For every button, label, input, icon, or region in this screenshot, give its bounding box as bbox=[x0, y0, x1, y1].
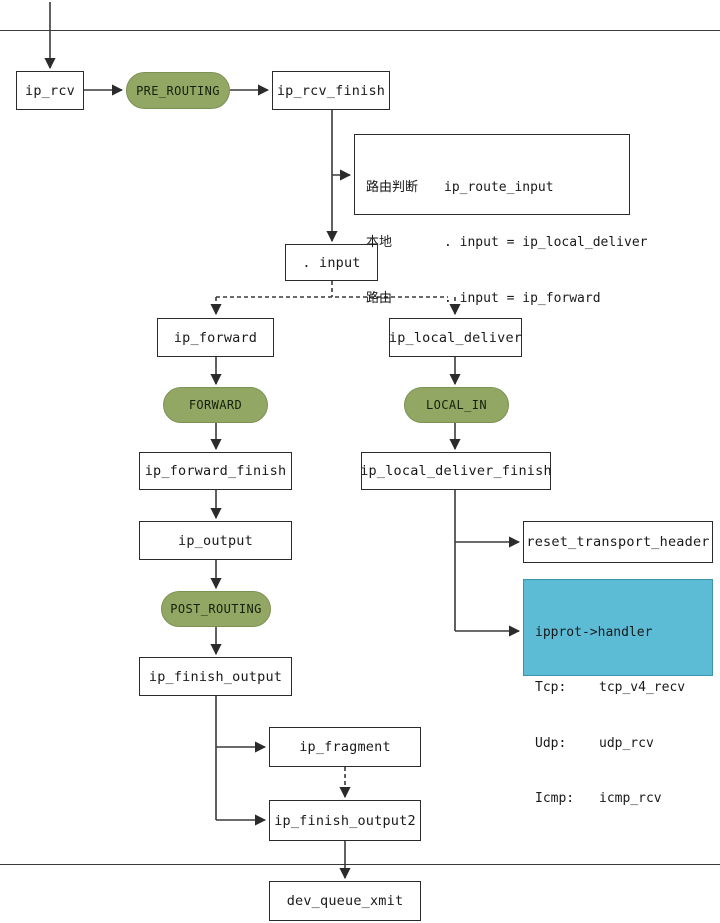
routing-note-value-3: . input = ip_forward bbox=[444, 290, 601, 306]
ipprot-note-value-3: udp_rcv bbox=[599, 735, 654, 751]
routing-note-label-3: 路由 bbox=[366, 290, 393, 306]
ipprot-handler-note: ipprot->handler Tcp: tcp_v4_recv Udp: udp_… bbox=[523, 579, 713, 806]
routing-note-label-2: 本地 bbox=[366, 235, 393, 251]
node-ip-local-deliver-finish[interactable]: ip_local_deliver_finish bbox=[360, 452, 552, 490]
node-ip-output[interactable]: ip_output bbox=[139, 521, 292, 560]
ipprot-note-label-1: ipprot->handler bbox=[535, 624, 653, 640]
ipprot-note-line-1: ipprot->handler bbox=[535, 624, 703, 642]
node-pre-routing-hook[interactable]: PRE_ROUTING bbox=[126, 72, 230, 109]
ipprot-note-label-2: Tcp: bbox=[535, 680, 567, 696]
node-local-in-hook[interactable]: LOCAL_IN bbox=[404, 387, 509, 423]
ipprot-note-label-4: Icmp: bbox=[535, 790, 575, 806]
node-dot-input[interactable]: . input bbox=[285, 244, 378, 281]
ipprot-note-value-4: icmp_rcv bbox=[599, 790, 662, 806]
routing-decision-note: 路由判断 ip_route_input 本地 . input = ip_local_… bbox=[354, 134, 648, 306]
node-reset-transport-header[interactable]: reset_transport_header bbox=[523, 521, 713, 563]
node-ip-local-deliver[interactable]: ip_local_deliver bbox=[389, 318, 522, 357]
routing-note-value-1: ip_route_input bbox=[444, 179, 554, 195]
routing-note-line-2: 本地 . input = ip_local_deliver bbox=[366, 234, 648, 252]
top-divider bbox=[0, 30, 720, 31]
node-post-routing-hook[interactable]: POST_ROUTING bbox=[161, 591, 271, 627]
ipprot-note-line-3: Udp: udp_rcv bbox=[535, 735, 703, 753]
ipprot-note-line-2: Tcp: tcp_v4_recv bbox=[535, 679, 703, 697]
node-ip-forward[interactable]: ip_forward bbox=[157, 318, 274, 357]
node-dev-queue-xmit[interactable]: dev_queue_xmit bbox=[269, 881, 421, 921]
bottom-divider bbox=[0, 864, 720, 865]
node-ip-rcv[interactable]: ip_rcv bbox=[16, 71, 84, 110]
routing-note-line-3: 路由 . input = ip_forward bbox=[366, 290, 620, 308]
node-ip-finish-output2[interactable]: ip_finish_output2 bbox=[269, 800, 421, 841]
node-ip-fragment[interactable]: ip_fragment bbox=[269, 727, 421, 767]
ipprot-note-label-3: Udp: bbox=[535, 735, 567, 751]
node-ip-rcv-finish[interactable]: ip_rcv_finish bbox=[272, 71, 390, 110]
ipprot-note-line-4: Icmp: icmp_rcv bbox=[535, 790, 703, 808]
node-forward-hook[interactable]: FORWARD bbox=[163, 387, 268, 423]
routing-note-label-1: 路由判断 bbox=[366, 179, 419, 195]
node-ip-forward-finish[interactable]: ip_forward_finish bbox=[139, 452, 292, 490]
routing-note-line-1: 路由判断 ip_route_input bbox=[366, 179, 620, 197]
node-ip-finish-output[interactable]: ip_finish_output bbox=[139, 657, 292, 696]
ipprot-note-value-2: tcp_v4_recv bbox=[599, 680, 686, 696]
routing-note-value-2: . input = ip_local_deliver bbox=[444, 235, 648, 251]
